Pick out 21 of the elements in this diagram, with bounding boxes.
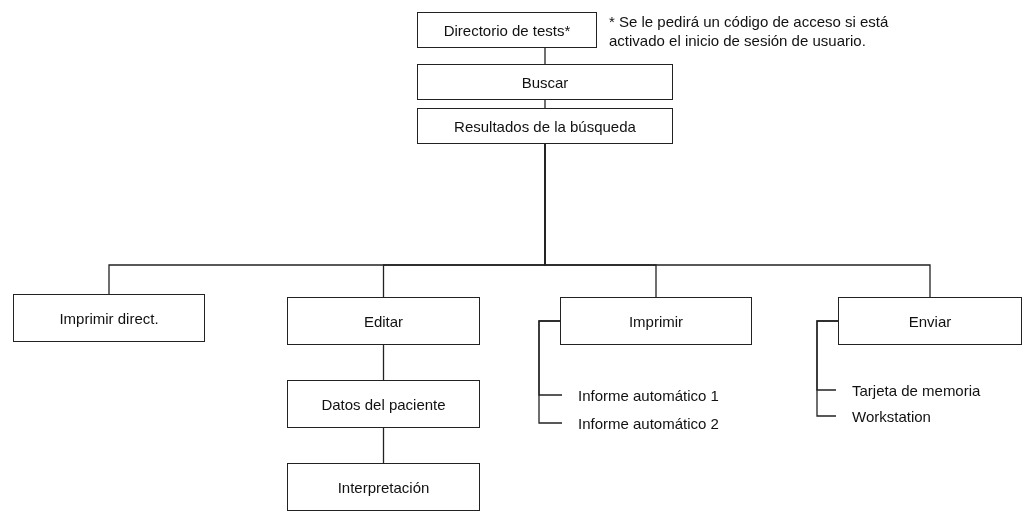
menu-box: Imprimir	[560, 297, 752, 345]
menu-box: Interpretación	[287, 463, 480, 511]
menu-option: Informe automático 1	[562, 384, 762, 406]
connector-line	[544, 47, 546, 65]
connector-line	[382, 427, 385, 464]
menu-box: Directorio de tests*	[417, 12, 597, 48]
menu-option: Tarjeta de memoria	[836, 379, 1016, 401]
menu-box: Datos del paciente	[287, 380, 480, 428]
menu-box: Editar	[287, 297, 480, 345]
menu-box: Enviar	[838, 297, 1022, 345]
menu-box: Resultados de la búsqueda	[417, 108, 673, 144]
menu-box: Imprimir direct.	[13, 294, 205, 342]
menu-option: Workstation	[836, 405, 1016, 427]
menu-option: Informe automático 2	[562, 412, 762, 434]
connector-line	[382, 344, 385, 381]
footnote: * Se le pedirá un código de acceso si está activado el inicio de sesión de usuario.	[609, 12, 890, 50]
connector-line	[538, 320, 563, 424]
connector-line	[544, 99, 546, 109]
menu-box: Buscar	[417, 64, 673, 100]
connector-line	[816, 320, 839, 417]
connector-line	[544, 143, 931, 298]
